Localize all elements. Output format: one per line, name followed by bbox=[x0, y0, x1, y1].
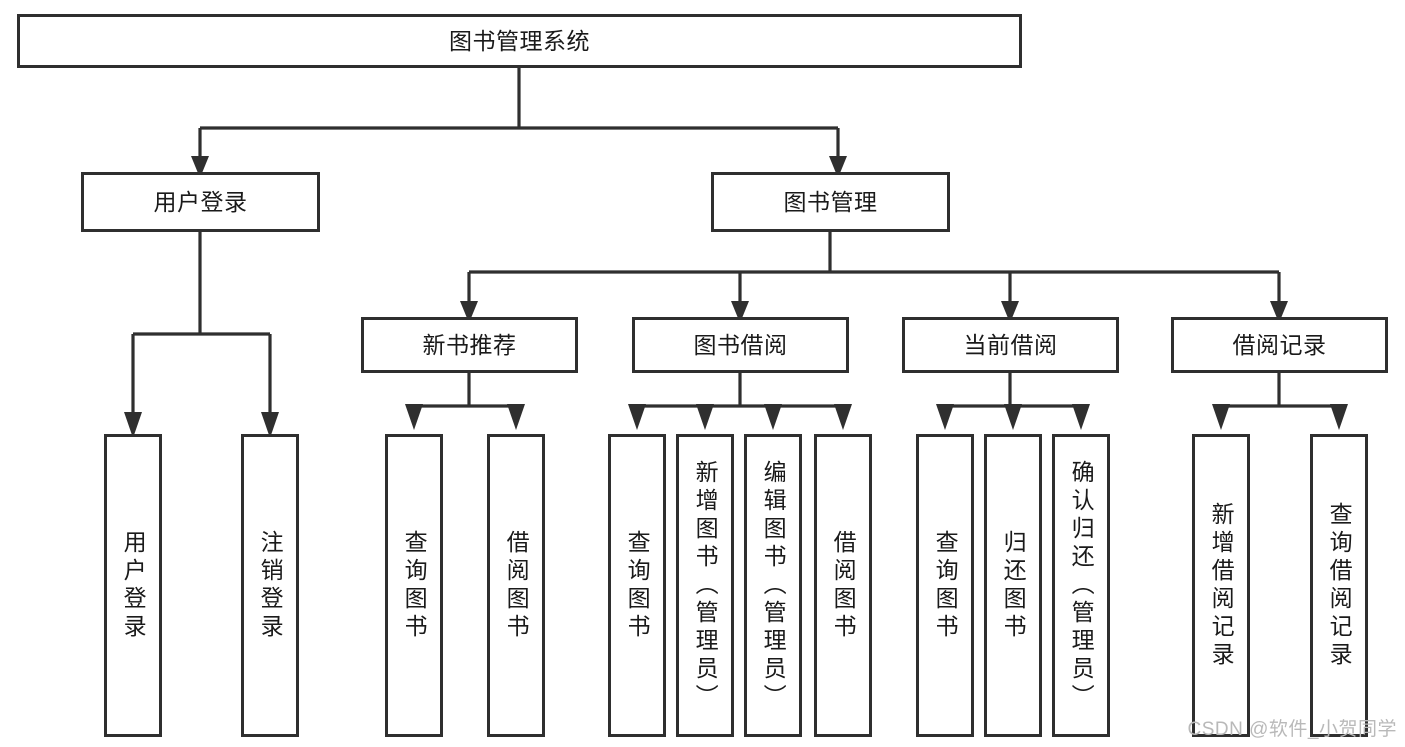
node-leaf-borrow-book[interactable]: 借阅图书 bbox=[814, 434, 872, 737]
node-label: 查询借阅记录 bbox=[1326, 501, 1353, 670]
arrowhead-br-leaf-2 bbox=[1330, 404, 1348, 430]
node-label: 新增图书（管理员） bbox=[692, 459, 719, 712]
arrowhead-nb-leaf-1 bbox=[405, 404, 423, 430]
node-leaf-query-book-recommend[interactable]: 查询图书 bbox=[385, 434, 443, 737]
node-label: 图书管理系统 bbox=[449, 27, 590, 54]
node-label: 图书借阅 bbox=[693, 331, 788, 358]
node-leaf-edit-book-admin[interactable]: 编辑图书（管理员） bbox=[744, 434, 802, 737]
arrowhead-nb-leaf-2 bbox=[507, 404, 525, 430]
arrowhead-bb-leaf-4 bbox=[834, 404, 852, 430]
node-user-login[interactable]: 用户登录 bbox=[81, 172, 320, 232]
node-label: 新书推荐 bbox=[422, 331, 517, 358]
arrowhead-cb-leaf-3 bbox=[1072, 404, 1090, 430]
node-label: 用户登录 bbox=[153, 188, 248, 215]
node-leaf-query-book-current[interactable]: 查询图书 bbox=[916, 434, 974, 737]
arrowhead-bb-leaf-1 bbox=[628, 404, 646, 430]
node-leaf-add-book-admin[interactable]: 新增图书（管理员） bbox=[676, 434, 734, 737]
node-borrow-record[interactable]: 借阅记录 bbox=[1171, 317, 1388, 373]
node-label: 查询图书 bbox=[401, 529, 428, 642]
node-label: 当前借阅 bbox=[963, 331, 1058, 358]
arrowhead-cb-leaf-1 bbox=[936, 404, 954, 430]
node-leaf-query-borrow-record[interactable]: 查询借阅记录 bbox=[1310, 434, 1368, 737]
node-leaf-return-book[interactable]: 归还图书 bbox=[984, 434, 1042, 737]
node-leaf-confirm-return-admin[interactable]: 确认归还（管理员） bbox=[1052, 434, 1110, 737]
arrowhead-bb-leaf-3 bbox=[764, 404, 782, 430]
node-new-book-recommend[interactable]: 新书推荐 bbox=[361, 317, 578, 373]
node-leaf-user-login[interactable]: 用户登录 bbox=[104, 434, 162, 737]
arrowhead-cb-leaf-2 bbox=[1004, 404, 1022, 430]
csdn-watermark: CSDN @软件_小贺同学 bbox=[1187, 719, 1397, 740]
arrowhead-bb-leaf-2 bbox=[696, 404, 714, 430]
node-leaf-query-book-borrow[interactable]: 查询图书 bbox=[608, 434, 666, 737]
arrowhead-br-leaf-1 bbox=[1212, 404, 1230, 430]
node-label: 查询图书 bbox=[932, 529, 959, 642]
node-label: 编辑图书（管理员） bbox=[760, 459, 787, 712]
node-root-system[interactable]: 图书管理系统 bbox=[17, 14, 1022, 68]
node-label: 用户登录 bbox=[120, 529, 147, 642]
node-label: 借阅图书 bbox=[503, 529, 530, 642]
node-leaf-user-logout[interactable]: 注销登录 bbox=[241, 434, 299, 737]
node-label: 确认归还（管理员） bbox=[1068, 459, 1095, 712]
node-current-borrow[interactable]: 当前借阅 bbox=[902, 317, 1119, 373]
node-label: 图书管理 bbox=[783, 188, 878, 215]
node-label: 归还图书 bbox=[1000, 529, 1027, 642]
node-leaf-borrow-book-recommend[interactable]: 借阅图书 bbox=[487, 434, 545, 737]
node-leaf-add-borrow-record[interactable]: 新增借阅记录 bbox=[1192, 434, 1250, 737]
node-book-management[interactable]: 图书管理 bbox=[711, 172, 950, 232]
node-label: 查询图书 bbox=[624, 529, 651, 642]
node-book-borrow[interactable]: 图书借阅 bbox=[632, 317, 849, 373]
node-label: 注销登录 bbox=[257, 529, 284, 642]
node-label: 新增借阅记录 bbox=[1208, 501, 1235, 670]
node-label: 借阅图书 bbox=[830, 529, 857, 642]
node-label: 借阅记录 bbox=[1232, 331, 1327, 358]
